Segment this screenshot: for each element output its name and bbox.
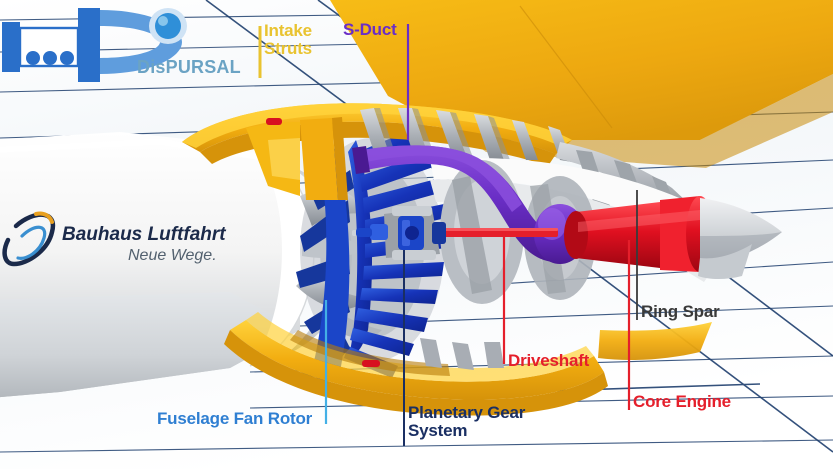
callout-label-s-duct: S-Duct [343, 20, 397, 39]
bauhaus-logo-line2: Neue Wege. [128, 247, 217, 264]
callout-label-planetary-gear-system: Planetary Gear System [408, 403, 526, 441]
fuselage-body [0, 132, 300, 398]
bauhaus-logo-line1: Bauhaus Luftfahrt [62, 224, 226, 245]
callout-label-core-engine: Core Engine [633, 392, 731, 411]
nacelle-lower-cowl [224, 312, 608, 416]
tail-cone [698, 198, 782, 279]
callout-label-fuselage-fan-rotor: Fuselage Fan Rotor [157, 409, 313, 428]
callout-label-driveshaft: Driveshaft [508, 351, 590, 370]
planetary-gear-system-part [356, 206, 446, 260]
lower-wing-root [598, 322, 712, 360]
callout-label-intake-struts: Intake Struts [264, 21, 312, 59]
callout-leaders [258, 24, 638, 446]
callout-label-ring-spar: Ring Spar [641, 302, 720, 321]
dispursal-wordmark: DisPURSAL [137, 57, 241, 77]
